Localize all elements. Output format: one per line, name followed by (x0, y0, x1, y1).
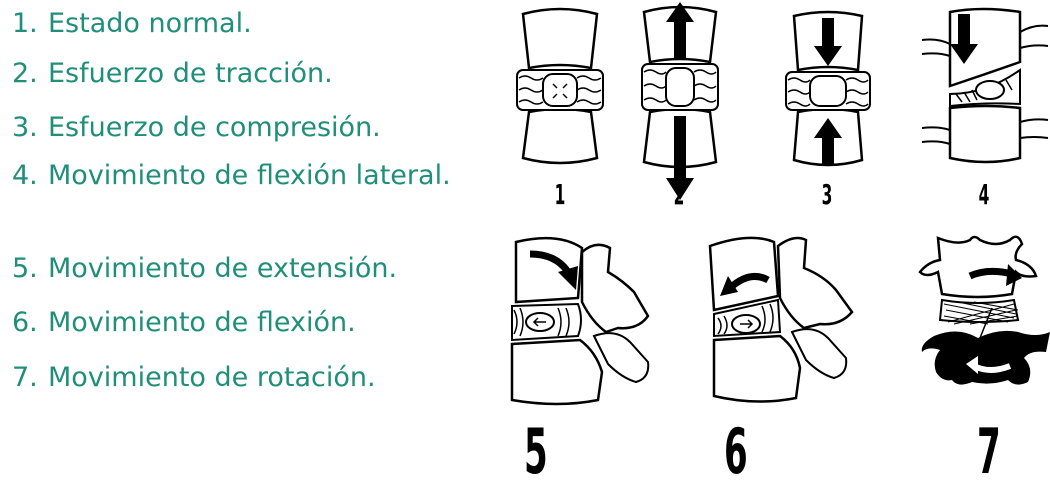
legend-num: 3. (12, 112, 48, 143)
figure-flexion (700, 232, 870, 412)
legend-text: Esfuerzo de compresión. (48, 112, 381, 143)
legend-text: Movimiento de rotación. (48, 362, 376, 393)
legend-item-4: 4.Movimiento de flexión lateral. (12, 160, 451, 191)
figure-number-4: 4 (976, 178, 993, 211)
legend-num: 7. (12, 362, 48, 393)
figure-number-3: 3 (819, 178, 836, 211)
legend-num: 1. (12, 8, 48, 39)
legend-text: Esfuerzo de tracción. (48, 58, 333, 89)
legend-item-7: 7.Movimiento de rotación. (12, 362, 376, 393)
legend-text: Movimiento de extensión. (48, 253, 397, 284)
legend-list: 1.Estado normal. 2.Esfuerzo de tracción.… (12, 0, 502, 490)
figure-number-6: 6 (724, 418, 746, 486)
figure-number-2: 2 (671, 178, 688, 211)
figure-rotation (918, 232, 1050, 412)
figure-number-1: 1 (552, 178, 569, 211)
legend-item-1: 1.Estado normal. (12, 8, 252, 39)
figure-extension (498, 232, 668, 412)
legend-item-5: 5.Movimiento de extensión. (12, 253, 397, 284)
legend-text: Movimiento de flexión lateral. (48, 160, 451, 191)
legend-text: Estado normal. (48, 8, 252, 39)
figure-number-7: 7 (977, 418, 999, 486)
legend-num: 5. (12, 253, 48, 284)
legend-num: 6. (12, 307, 48, 338)
legend-num: 2. (12, 58, 48, 89)
figure-number-5: 5 (524, 418, 546, 486)
legend-num: 4. (12, 160, 48, 191)
legend-item-3: 3.Esfuerzo de compresión. (12, 112, 381, 143)
legend-text: Movimiento de flexión. (48, 307, 356, 338)
legend-item-2: 2.Esfuerzo de tracción. (12, 58, 333, 89)
legend-item-6: 6.Movimiento de flexión. (12, 307, 356, 338)
